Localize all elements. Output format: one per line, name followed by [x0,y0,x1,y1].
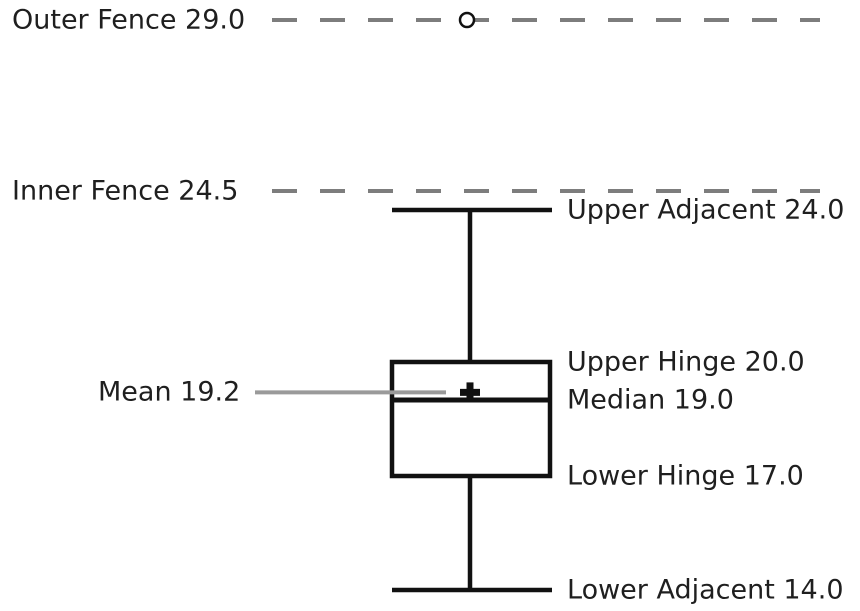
iqr-box [389,359,553,479]
inner-fence-label: Inner Fence 24.5 [12,175,239,207]
outer-fence-label: Outer Fence 29.0 [12,4,246,36]
lower-adjacent-label: Lower Adjacent 14.0 [567,574,844,606]
median-label: Median 19.0 [567,384,734,416]
outlier-marker [458,11,476,29]
upper-adjacent-label: Upper Adjacent 24.0 [567,194,845,226]
lower-hinge-label: Lower Hinge 17.0 [567,460,804,492]
mean-label: Mean 19.2 [98,376,241,408]
upper-hinge-label: Upper Hinge 20.0 [567,346,805,378]
